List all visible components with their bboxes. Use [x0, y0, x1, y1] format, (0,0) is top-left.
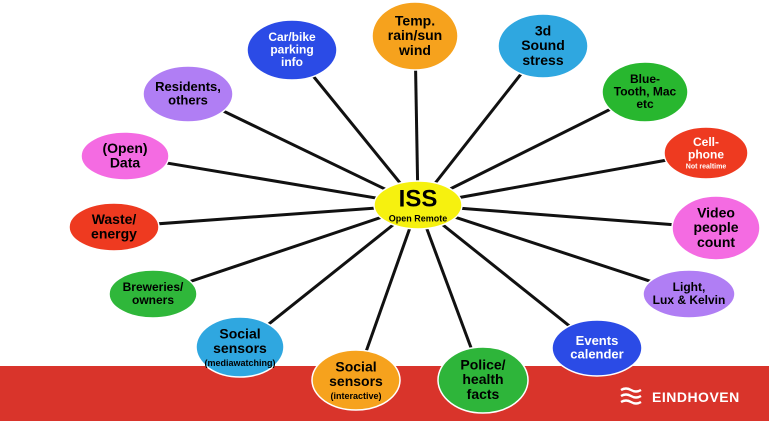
node-ellipse — [551, 319, 643, 377]
node-label-line: Sound — [521, 37, 565, 53]
node-ellipse — [601, 61, 689, 123]
edge-breweries — [152, 203, 419, 296]
node-label-line: calender — [570, 347, 623, 362]
eindhoven-logo-icon — [620, 387, 642, 405]
node-label-line: Blue- — [630, 72, 660, 86]
node-label-line: etc — [636, 97, 654, 111]
node-light: Light,Lux & Kelvin — [642, 269, 736, 319]
edge-bluetooth — [417, 90, 646, 207]
edge-opendata — [124, 154, 419, 207]
node-label-line: energy — [91, 225, 137, 241]
edge-waste — [113, 203, 419, 229]
node-label-line: health — [462, 371, 503, 387]
node-breweries: Breweries/owners — [108, 269, 198, 319]
node-ellipse — [497, 13, 589, 79]
node-label-line: Video — [697, 204, 735, 220]
node-ellipse — [671, 195, 761, 261]
node-ellipse — [663, 126, 749, 180]
node-ellipse — [371, 1, 459, 71]
node-label-line: sensors — [329, 373, 383, 389]
node-label-line: Events — [576, 333, 619, 348]
edge-video — [417, 203, 717, 230]
node-label-line: others — [168, 93, 208, 108]
node-label-line: (Open) — [102, 140, 147, 156]
node-ellipse — [437, 346, 529, 414]
node-ellipse — [311, 349, 401, 411]
node-ellipse — [108, 269, 198, 319]
node-opendata: (Open)Data — [80, 131, 170, 181]
node-label-line: Social — [335, 358, 376, 374]
node-label-line: 3d — [535, 22, 551, 38]
node-label-line: facts — [467, 386, 500, 402]
edges — [113, 35, 717, 381]
node-sublabel: (interactive) — [330, 391, 381, 401]
node-label-line: Police/ — [460, 356, 505, 372]
node-label-line: wind — [398, 42, 431, 58]
edge-cellphone — [417, 151, 707, 207]
node-waste: Waste/energy — [68, 202, 160, 252]
node-label-line: Social — [219, 325, 260, 341]
node-label-line: rain/sun — [388, 27, 442, 43]
node-label-line: Car/bike — [268, 30, 316, 44]
edge-events — [417, 203, 598, 350]
node-label-line: count — [697, 234, 735, 250]
node-ellipse — [142, 65, 234, 123]
node-label-line: parking — [270, 43, 313, 57]
node-label-line: Data — [110, 154, 141, 170]
node-ellipse — [642, 269, 736, 319]
node-residents: Residents,others — [142, 65, 234, 123]
nodes: Temp.rain/sunwind3dSoundstressBlue-Tooth… — [68, 1, 761, 414]
node-label-line: owners — [132, 293, 174, 307]
node-label-line: Lux & Kelvin — [653, 293, 726, 307]
node-label-line: stress — [522, 52, 563, 68]
hub-label-line: ISS — [399, 186, 438, 213]
node-ellipse — [80, 131, 170, 181]
node-label-line: sensors — [213, 340, 267, 356]
brand-logo: EINDHOVEN — [620, 387, 740, 407]
node-sublabel: (mediawatching) — [204, 358, 275, 368]
node-label-line: Cell- — [693, 135, 719, 149]
node-ellipse — [68, 202, 160, 252]
node-label-line: Waste/ — [92, 211, 137, 227]
node-label-line: Temp. — [395, 12, 435, 28]
node-label-line: Residents, — [155, 79, 221, 94]
edge-social-med — [239, 203, 419, 349]
edge-residents — [187, 92, 419, 207]
edge-light — [417, 203, 690, 296]
brand-label: EINDHOVEN — [652, 389, 740, 405]
node-label-line: info — [281, 55, 303, 69]
node-label-line: Light, — [673, 280, 706, 294]
node-label-line: Breweries/ — [123, 280, 184, 294]
node-label-line: Tooth, Mac — [614, 85, 677, 99]
node-label-line: phone — [688, 148, 724, 162]
node-ellipse — [195, 316, 285, 378]
hub-ellipse — [373, 180, 463, 230]
node-ellipse — [246, 19, 338, 81]
node-label-line: people — [693, 219, 738, 235]
hub-sublabel: Open Remote — [389, 213, 448, 223]
node-sublabel: Not realtime — [686, 164, 727, 171]
